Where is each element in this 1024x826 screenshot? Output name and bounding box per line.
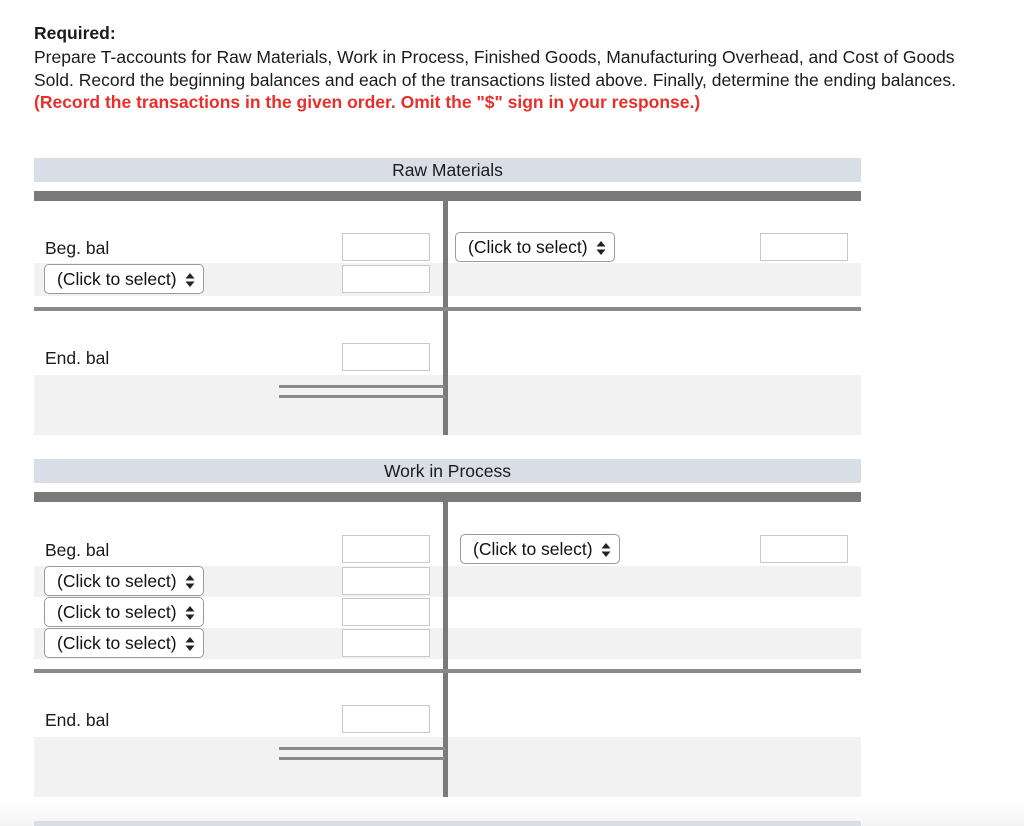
select-value: (Click to select) [57, 602, 177, 622]
debit-amount-input[interactable] [342, 265, 430, 293]
credit-amount-input[interactable] [760, 233, 848, 261]
up-down-arrows-icon [185, 265, 195, 293]
end-bal-label: End. bal [45, 348, 110, 368]
double-underline-bottom [279, 757, 445, 760]
next-t-account-header [34, 821, 861, 826]
select-value: (Click to select) [468, 237, 588, 257]
debit-amount-input[interactable] [342, 567, 430, 595]
up-down-arrows-icon [185, 598, 195, 626]
double-underline-bottom [279, 395, 445, 398]
t-account-center-line [443, 492, 448, 797]
debit-account-select[interactable]: (Click to select) [44, 566, 204, 596]
credit-account-select[interactable]: (Click to select) [460, 534, 620, 564]
select-value: (Click to select) [473, 539, 593, 559]
t-account-raw-materials: Raw Materials Beg. bal (Click to select)… [34, 158, 861, 438]
debit-account-select[interactable]: (Click to select) [44, 597, 204, 627]
t-account-title: Work in Process [34, 459, 861, 483]
end-bal-debit-input[interactable] [342, 705, 430, 733]
select-value: (Click to select) [57, 633, 177, 653]
double-underline-top [279, 747, 445, 750]
required-red-instruction: (Record the transactions in the given or… [34, 92, 701, 112]
debit-amount-input[interactable] [342, 629, 430, 657]
t-account-title: Raw Materials [34, 158, 861, 182]
t-account-work-in-process: Work in Process Beg. bal (Click to selec… [34, 459, 861, 799]
up-down-arrows-icon [185, 567, 195, 595]
select-value: (Click to select) [57, 269, 177, 289]
required-instructions: Prepare T-accounts for Raw Materials, Wo… [34, 46, 964, 114]
double-underline-top [279, 385, 445, 388]
required-heading: Required: [34, 23, 116, 43]
end-bal-label: End. bal [45, 710, 110, 730]
t-account-center-line [443, 191, 448, 435]
beg-bal-debit-input[interactable] [342, 535, 430, 563]
required-body-text: Prepare T-accounts for Raw Materials, Wo… [34, 47, 956, 90]
debit-account-select[interactable]: (Click to select) [44, 264, 204, 294]
up-down-arrows-icon [185, 629, 195, 657]
debit-amount-input[interactable] [342, 598, 430, 626]
beg-bal-label: Beg. bal [45, 238, 110, 258]
select-value: (Click to select) [57, 571, 177, 591]
beg-bal-debit-input[interactable] [342, 233, 430, 261]
t-account-subtotal-line [34, 307, 861, 311]
end-bal-debit-input[interactable] [342, 343, 430, 371]
credit-account-select[interactable]: (Click to select) [455, 232, 615, 262]
up-down-arrows-icon [601, 535, 611, 563]
beg-bal-label: Beg. bal [45, 540, 110, 560]
debit-account-select[interactable]: (Click to select) [44, 628, 204, 658]
t-account-subtotal-line [34, 669, 861, 673]
credit-amount-input[interactable] [760, 535, 848, 563]
up-down-arrows-icon [596, 233, 606, 261]
